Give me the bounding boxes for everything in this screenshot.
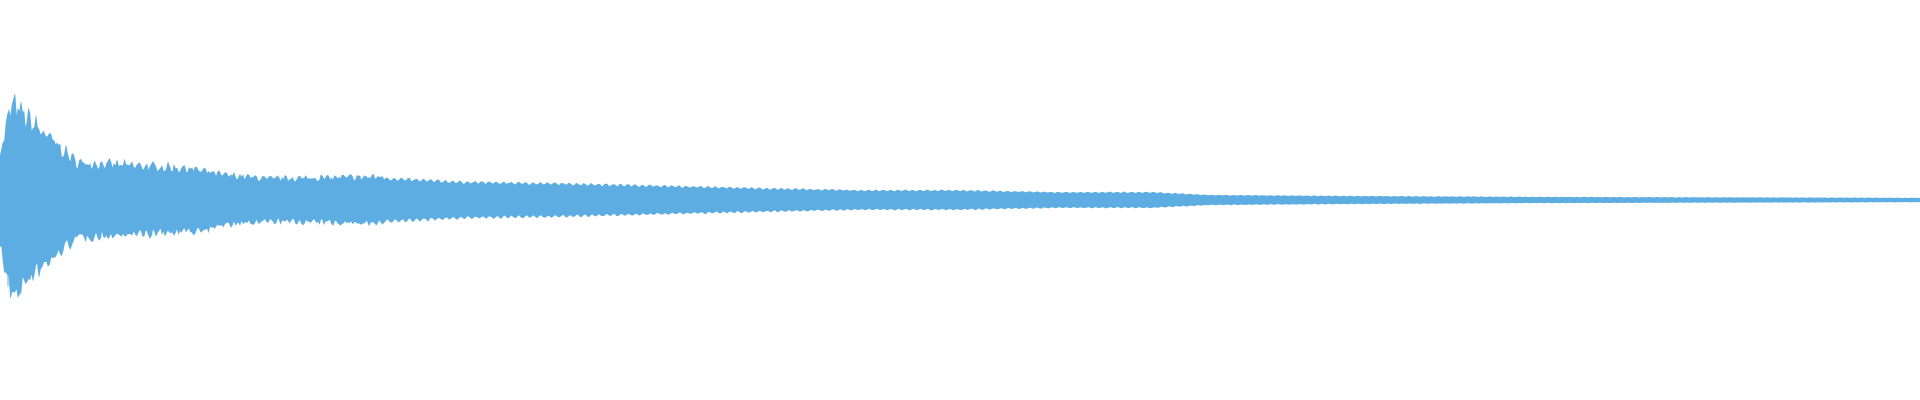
waveform-trace [0, 94, 1920, 299]
